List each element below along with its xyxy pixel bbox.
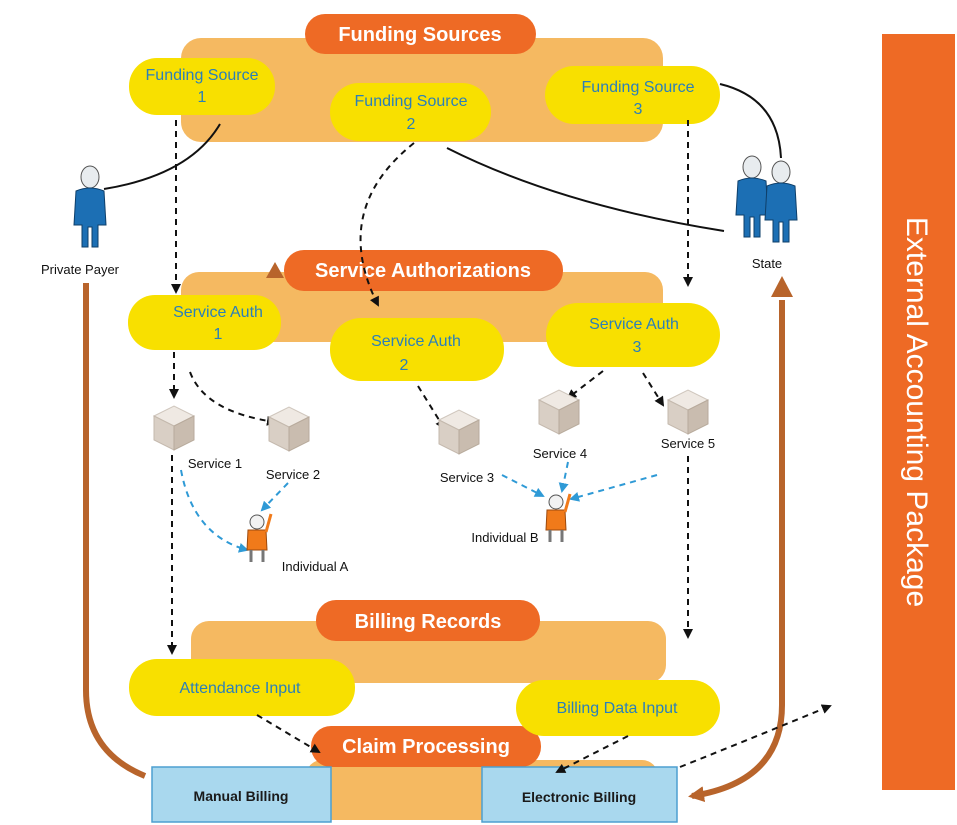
service-5-label: Service 5 [661,436,715,451]
svg-text:Billing Records: Billing Records [355,611,502,633]
service-2-label: Service 2 [266,467,320,482]
arrow-billing-data-to-electronic [555,735,629,773]
service-1-package-box-icon [153,405,195,451]
arrow-attendance-to-claim [256,714,321,754]
arrow-service2-to-individual-a [260,482,289,512]
funding-source-2[interactable]: Funding Source 2 [330,83,491,141]
external-accounting-package[interactable]: External Accounting Package [882,34,955,790]
service-5-package-box-icon [667,389,709,435]
svg-text:Service Auth: Service Auth [371,333,461,350]
private-payer-person-icon [73,165,107,248]
arrow-auth1-to-service2 [189,371,277,426]
arrow-electronic-to-external [679,704,832,768]
arrow-service4-to-individual-b [558,461,569,493]
billing-records-title: Billing Records [316,600,540,641]
svg-text:1: 1 [198,89,207,106]
service-4-package-box-icon [538,389,580,435]
svg-text:Service Authorizations: Service Authorizations [315,260,531,282]
private-payer-label: Private Payer [41,262,120,277]
svg-text:Funding Source: Funding Source [582,79,695,96]
arrow-service5-to-individual-b [569,474,658,502]
svg-text:Manual Billing: Manual Billing [194,788,289,804]
state-label: State [752,256,782,271]
svg-text:3: 3 [633,339,642,356]
service-auth-arrow-up [266,262,284,278]
state-group-icon [735,155,798,243]
svg-text:Claim Processing: Claim Processing [342,736,510,758]
service-auth-2[interactable]: Service Auth 2 [330,318,504,381]
svg-text:Attendance Input: Attendance Input [180,680,302,697]
svg-text:Service Auth: Service Auth [173,304,263,321]
individual-b-label: Individual B [471,530,538,545]
individual-a-label: Individual A [282,559,349,574]
service-1-label: Service 1 [188,456,242,471]
service-4-label: Service 4 [533,446,587,461]
individual-a-child-icon [245,512,273,564]
service-auth-1[interactable]: Service Auth 1 [128,295,281,350]
svg-text:Electronic Billing: Electronic Billing [522,789,636,805]
arrow-service1-to-individual-a [180,469,249,553]
state-link-funding2 [446,147,725,232]
billing-data-input[interactable]: Billing Data Input [516,680,720,736]
arrow-service3-to-individual-b [501,474,545,497]
state-link-funding3 [719,83,782,159]
funding-source-3[interactable]: Funding Source 3 [545,66,720,124]
service-3-package-box-icon [438,409,480,455]
arrow-fs2-to-auth2 [359,142,415,307]
private-payer-return-arc [83,283,147,779]
service-authorizations-title: Service Authorizations [284,250,563,291]
arrow-auth3-to-service5 [642,372,665,407]
claim-processing-title: Claim Processing [311,726,541,767]
svg-text:1: 1 [214,326,223,343]
funding-sources-title: Funding Sources [305,14,536,54]
manual-billing-box[interactable]: Manual Billing [151,766,332,823]
attendance-input[interactable]: Attendance Input [129,659,355,716]
svg-text:Funding Sources: Funding Sources [338,24,501,46]
service-2-package-box-icon [268,406,310,452]
svg-text:Funding Source: Funding Source [355,93,468,110]
individual-b-child-icon [544,492,572,544]
service-3-label: Service 3 [440,470,494,485]
state-arrow-up [771,276,793,297]
arrow-auth2-to-service3 [417,385,446,430]
svg-text:2: 2 [407,116,416,133]
svg-text:Funding Source: Funding Source [146,67,259,84]
funding-source-1[interactable]: Funding Source 1 [129,58,275,115]
electronic-billing-box[interactable]: Electronic Billing [481,766,678,823]
service-auth-3[interactable]: Service Auth 3 [546,303,720,367]
state-return-arc [688,300,785,803]
arrow-auth3-to-service4 [566,370,604,400]
svg-text:2: 2 [400,357,409,374]
external-accounting-label: External Accounting Package [900,217,933,607]
svg-text:3: 3 [634,101,643,118]
svg-text:Service Auth: Service Auth [589,316,679,333]
svg-text:Billing Data Input: Billing Data Input [557,700,679,717]
